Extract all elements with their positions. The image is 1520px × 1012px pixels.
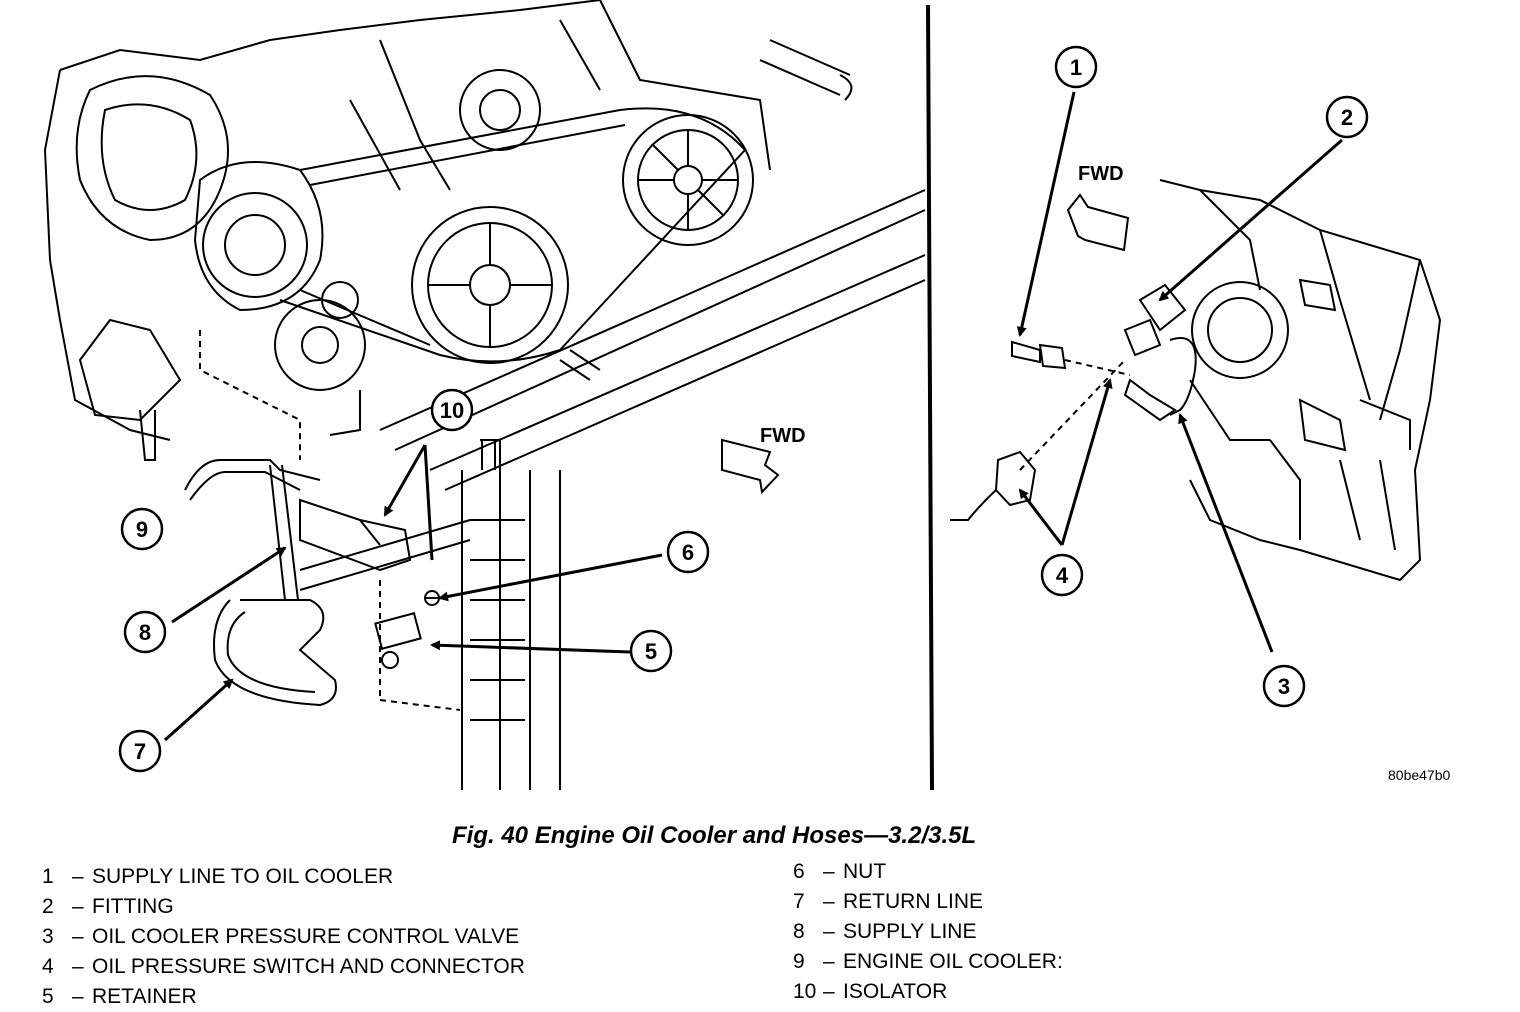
legend-item: 7–RETURN LINE	[793, 890, 984, 913]
legend-left-column: 1–SUPPLY LINE TO OIL COOLER 2–FITTING 3–…	[42, 862, 525, 1012]
legend-item: 9–ENGINE OIL COOLER:	[793, 950, 1063, 973]
callout-1: 1	[1054, 45, 1098, 89]
svg-text:8: 8	[139, 620, 151, 645]
legend-item: 2–FITTING	[42, 895, 174, 918]
panel-divider	[926, 4, 934, 791]
figure-reference-code: 80be47b0	[1388, 767, 1451, 783]
engine-oil-cooler-diagram: FWD FWD	[43, 0, 1451, 791]
svg-text:1: 1	[1070, 55, 1082, 80]
svg-text:2: 2	[1341, 105, 1353, 130]
fwd-arrow-left: FWD	[721, 425, 806, 495]
legend-item: 6–NUT	[793, 860, 887, 883]
callout-4: 4	[1040, 553, 1084, 597]
fwd-arrow-right: FWD	[1066, 163, 1130, 252]
callout-8: 8	[123, 610, 167, 654]
fwd-label-left: FWD	[760, 425, 806, 447]
callout-3: 3	[1262, 664, 1306, 708]
callout-10: 10	[430, 388, 474, 432]
fwd-label-right: FWD	[1078, 163, 1124, 185]
legend-item: 10–ISOLATOR	[793, 980, 948, 1003]
engine-drawing-left	[43, 0, 926, 790]
svg-text:5: 5	[645, 639, 657, 664]
svg-text:9: 9	[136, 517, 148, 542]
callout-leaders	[163, 91, 1343, 742]
svg-text:6: 6	[682, 540, 694, 565]
legend-item: 4–OIL PRESSURE SWITCH AND CONNECTOR	[42, 955, 525, 978]
svg-text:7: 7	[134, 739, 146, 764]
svg-text:3: 3	[1278, 674, 1290, 699]
svg-text:10: 10	[440, 398, 464, 423]
legend-item: 1–SUPPLY LINE TO OIL COOLER	[42, 865, 394, 888]
callout-2: 2	[1325, 95, 1369, 139]
callout-5: 5	[629, 629, 673, 673]
svg-text:4: 4	[1056, 563, 1069, 588]
callout-7: 7	[118, 729, 162, 773]
legend-item: 8–SUPPLY LINE	[793, 920, 977, 943]
callout-9: 9	[120, 507, 164, 551]
figure-caption: Fig. 40 Engine Oil Cooler and Hoses—3.2/…	[452, 822, 977, 849]
callout-6: 6	[666, 530, 710, 574]
legend-item: 5–RETAINER	[42, 985, 197, 1008]
legend-item: 3–OIL COOLER PRESSURE CONTROL VALVE	[42, 925, 520, 948]
engine-drawing-right	[950, 179, 1442, 582]
legend-right-column: 6–NUT 7–RETURN LINE 8–SUPPLY LINE 9–ENGI…	[793, 857, 1063, 1007]
